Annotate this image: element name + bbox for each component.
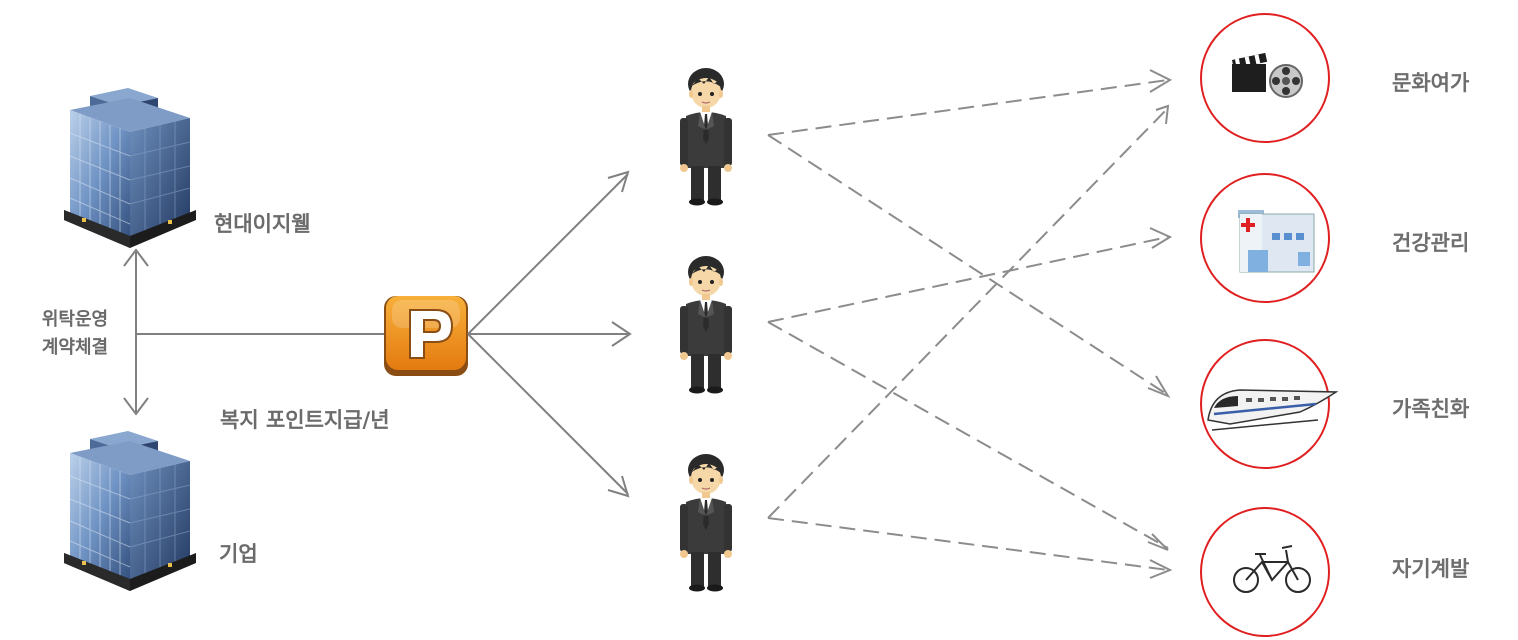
contract-label-line1: 위탁운영 [41, 309, 109, 330]
employee-2-icon [679, 255, 733, 395]
category-label-selfdev: 자기계발 [1392, 557, 1470, 581]
enterprise-label: 기업 [219, 542, 258, 566]
point-p-icon [384, 296, 468, 376]
category-circle-health [1200, 173, 1330, 303]
usage-arrowheads [1147, 69, 1173, 579]
contract-arrow [123, 248, 385, 416]
distribution-arrows [467, 170, 632, 498]
category-label-health: 건강관리 [1392, 231, 1470, 255]
category-label-family: 가족친화 [1392, 397, 1470, 421]
contract-label: 위탁운영 계약체결 [20, 306, 130, 362]
building-hyundai-icon [63, 87, 197, 249]
employee-3-icon [679, 453, 733, 593]
hyundai-label: 현대이지웰 [214, 212, 311, 236]
bullet-train-icon [1207, 389, 1339, 431]
film-reel-clapperboard-icon [1232, 52, 1303, 98]
bicycle-icon [1233, 545, 1311, 593]
contract-label-line2: 계약체결 [41, 337, 109, 358]
hospital-icon [1238, 210, 1315, 273]
category-label-culture: 문화여가 [1392, 71, 1470, 95]
points-label: 복지 포인트지급/년 [220, 408, 390, 432]
building-enterprise-icon [63, 430, 197, 592]
category-circle-culture [1200, 13, 1330, 143]
category-circle-family [1200, 339, 1339, 469]
employee-1-icon [679, 67, 733, 207]
usage-arrows [767, 79, 1169, 571]
category-circle-selfdev [1200, 507, 1330, 637]
